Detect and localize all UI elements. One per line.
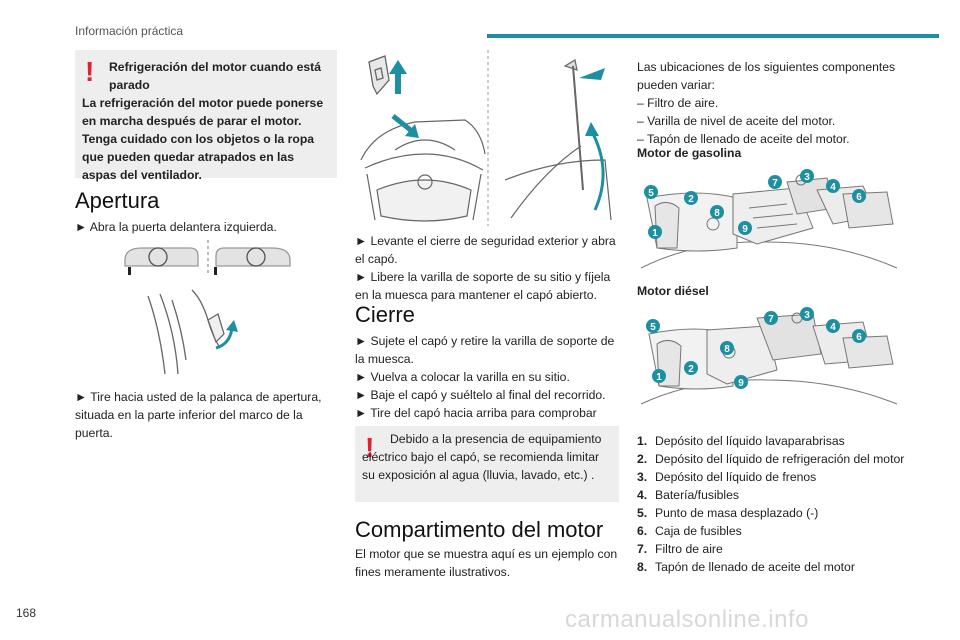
diesel-engine-diagram: 1 2 3 4 5 6 7 8 9 [640,307,898,405]
page-number: 168 [16,606,37,620]
diesel-callouts: 1 2 3 4 5 6 7 8 9 [646,307,866,389]
hood-opening-illustration [360,50,612,226]
badge-5: 5 [648,188,654,199]
badge-6: 6 [856,332,862,343]
intro-item-oil-cap: – Tapón de llenado de aceite del motor. [637,132,850,146]
warning-exclamation-icon: ! [365,432,375,463]
heading-cierre: Cierre [355,302,415,327]
header-rule [487,34,939,38]
water-exposure-notice: ! Debido a la presencia de equipamiento … [355,426,619,502]
legend-item: 7.Filtro de aire [637,542,723,556]
steps-open-hood: ► Levante el cierre de seguridad exterio… [355,232,619,304]
arrow-icon [226,320,238,332]
intro-item-air-filter: – Filtro de aire. [637,96,719,110]
step-release-rod: ► Libere la varilla de soporte de su sit… [355,270,611,302]
petrol-engine-title: Motor de gasolina [637,146,742,160]
steps-close-hood: ► Sujete el capó y retire la varilla de … [355,332,619,440]
legend-item: 1.Depósito del líquido lavaparabrisas [637,434,845,448]
step-hold-hood: ► Sujete el capó y retire la varilla de … [355,334,615,366]
step-pull-lever: ► Tire hacia usted de la palanca de aper… [75,390,322,440]
warning-body: La refrigeración del motor puede ponerse… [82,96,324,182]
engine-cooling-warning: ! Refrigeración del motor cuando está pa… [75,50,337,182]
legend-item: 5.Punto de masa desplazado (-) [637,506,819,520]
badge-2: 2 [688,194,694,205]
arrow-icon [405,124,419,138]
notice-text: Debido a la presencia de equipamiento el… [362,432,602,482]
badge-8: 8 [714,208,720,219]
step-replace-rod: ► Vuelva a colocar la varilla en su siti… [355,370,570,384]
legend-item: 8.Tapón de llenado de aceite del motor [637,560,855,574]
badge-6: 6 [856,192,862,203]
badge-1: 1 [656,372,662,383]
arrow-icon [389,60,407,74]
engine-description: El motor que se muestra aquí es un ejemp… [355,547,618,579]
badge-7: 7 [768,314,774,325]
step-lower-hood: ► Baje el capó y suéltelo al final del r… [355,388,606,402]
step-lift-hood: ► Levante el cierre de seguridad exterio… [355,234,616,266]
section-header: Información práctica [75,24,184,38]
warning-exclamation-icon: ! [85,56,95,87]
badge-4: 4 [830,322,836,333]
badge-3: 3 [804,310,810,321]
badge-7: 7 [772,178,778,189]
badge-9: 9 [738,378,744,389]
badge-9: 9 [742,224,748,235]
diesel-engine-title: Motor diésel [637,284,709,298]
legend-item: 4.Batería/fusibles [637,488,740,502]
step-open-door: ► Abra la puerta delantera izquierda. [75,220,277,234]
badge-1: 1 [652,228,658,239]
intro-text: Las ubicaciones de los siguientes compon… [637,60,896,92]
petrol-callouts: 1 2 3 4 5 6 7 8 9 [644,169,866,239]
intro-item-dipstick: – Varilla de nivel de aceite del motor. [637,114,836,128]
legend-item: 3.Depósito del líquido de frenos [637,470,817,484]
badge-5: 5 [650,322,656,333]
component-legend: 1.Depósito del líquido lavaparabrisas 2.… [637,432,909,576]
badge-3: 3 [804,172,810,183]
warning-title: Refrigeración del motor cuando está para… [109,60,321,92]
petrol-engine-diagram: 1 2 3 4 5 6 7 8 9 [640,169,898,269]
watermark: carmanualsonline.info [565,606,809,633]
heading-engine-compartment: Compartimento del motor [355,517,604,542]
badge-8: 8 [724,344,730,355]
door-lever-illustration [124,240,291,375]
legend-item: 2.Depósito del líquido de refrigeración … [637,452,905,466]
badge-4: 4 [830,182,836,193]
badge-2: 2 [688,364,694,375]
components-intro: Las ubicaciones de los siguientes compon… [637,58,907,148]
heading-apertura: Apertura [75,188,160,213]
legend-item: 6.Caja de fusibles [637,524,742,538]
